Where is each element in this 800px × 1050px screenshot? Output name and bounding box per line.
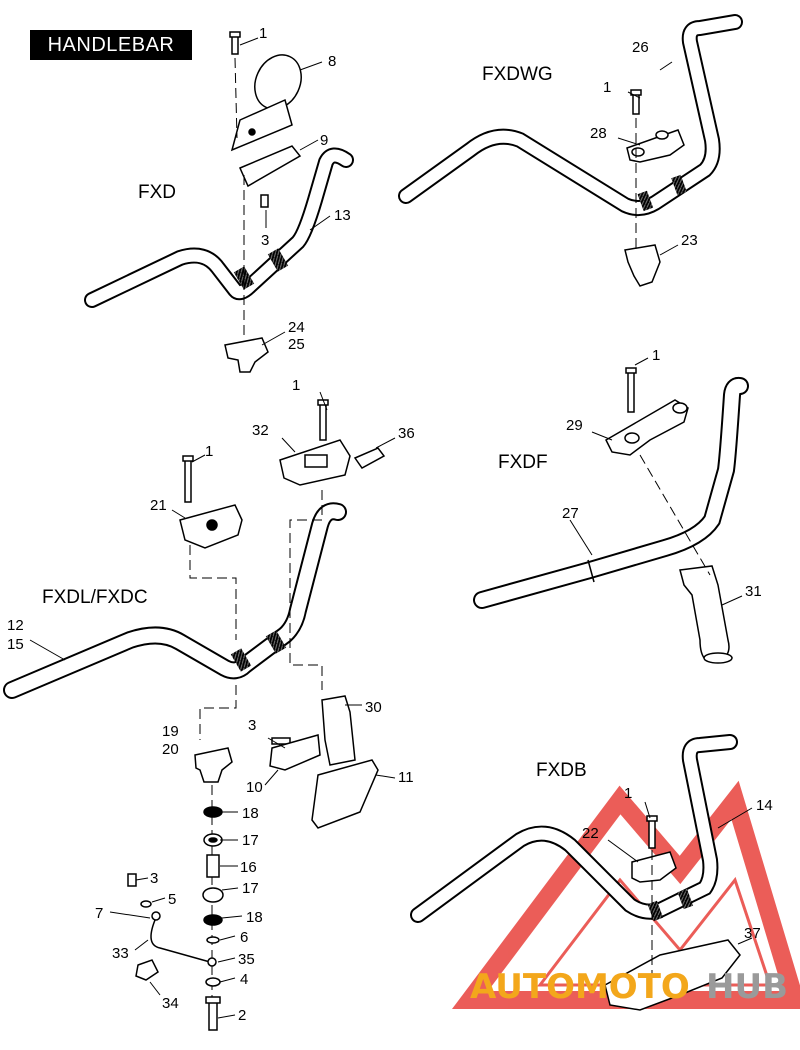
callout: 3	[261, 232, 269, 249]
callout: 20	[162, 741, 179, 758]
callout: 18	[242, 805, 259, 822]
callout: 4	[240, 971, 248, 988]
watermark-word-automoto: AUTOMOTO	[470, 967, 690, 1007]
cover-icon	[311, 759, 379, 829]
bushing-icon	[203, 806, 223, 818]
callout: 9	[320, 132, 328, 149]
callout: 17	[242, 832, 259, 849]
model-label-fxdl: FXDL/FXDC	[42, 587, 148, 608]
callout: 31	[745, 583, 762, 600]
diagram-title: HANDLEBAR	[30, 30, 192, 60]
callout: 36	[398, 425, 415, 442]
callout: 22	[582, 825, 599, 842]
callout: 1	[603, 79, 611, 96]
callout: 19	[162, 723, 179, 740]
riser-icon	[679, 565, 730, 661]
callout: 21	[150, 497, 167, 514]
callout: 29	[566, 417, 583, 434]
callout: 17	[242, 880, 259, 897]
clamp-icon	[254, 54, 302, 110]
callout: 33	[112, 945, 129, 962]
callout: 1	[624, 785, 632, 802]
callout: 18	[246, 909, 263, 926]
riser-icon	[194, 747, 233, 783]
callout: 11	[398, 769, 414, 786]
model-label-fxd: FXD	[138, 182, 176, 203]
callout: 1	[259, 25, 267, 42]
callout: 1	[652, 347, 660, 364]
model-label-fxdf: FXDF	[498, 452, 548, 473]
callout: 27	[562, 505, 579, 522]
bracket-icon	[239, 145, 302, 188]
callout: 25	[288, 336, 305, 353]
fxdwg-group	[398, 14, 743, 287]
callout: 3	[248, 717, 256, 734]
callout: 7	[95, 905, 103, 922]
watermark-text: AUTOMOTO HUB	[470, 967, 788, 1007]
fxdb-group	[410, 734, 753, 1011]
callout: 16	[240, 859, 257, 876]
fxdl-group	[3, 391, 396, 1031]
bracket-icon	[269, 734, 321, 771]
fxdf-group	[473, 357, 749, 664]
callout: 14	[756, 797, 773, 814]
fxd-group	[84, 31, 354, 373]
clamp-icon	[631, 851, 677, 883]
callout: 30	[365, 699, 382, 716]
callout: 13	[334, 207, 351, 224]
callout: 2	[238, 1007, 246, 1024]
model-label-fxdb: FXDB	[536, 760, 587, 781]
model-label-fxdwg: FXDWG	[482, 64, 553, 85]
watermark-word-hub: HUB	[706, 967, 788, 1007]
callout: 5	[168, 891, 176, 908]
bracket-icon	[353, 447, 386, 469]
callout: 6	[240, 929, 248, 946]
riser-icon	[604, 939, 741, 1011]
callout: 26	[632, 39, 649, 56]
callout: 1	[292, 377, 300, 394]
part-callouts: 1 8 9 3 13 24 25 26 1 28 23 1 32 36 1 21…	[7, 25, 773, 1024]
model-labels: FXD FXDWG FXDF FXDL/FXDC FXDB	[42, 64, 587, 781]
riser-icon	[624, 244, 661, 287]
callout: 10	[246, 779, 263, 796]
callout: 32	[252, 422, 269, 439]
clip-icon	[135, 959, 159, 981]
callout: 28	[590, 125, 607, 142]
callout: 35	[238, 951, 255, 968]
callout: 3	[150, 870, 158, 887]
callout: 23	[681, 232, 698, 249]
callout: 34	[162, 995, 179, 1012]
callout: 1	[205, 443, 213, 460]
callout: 24	[288, 319, 305, 336]
callout: 37	[744, 925, 761, 942]
callout: 15	[7, 636, 24, 653]
callout: 8	[328, 53, 336, 70]
riser-icon	[224, 337, 269, 373]
riser-icon	[321, 695, 356, 766]
callout: 12	[7, 617, 24, 634]
